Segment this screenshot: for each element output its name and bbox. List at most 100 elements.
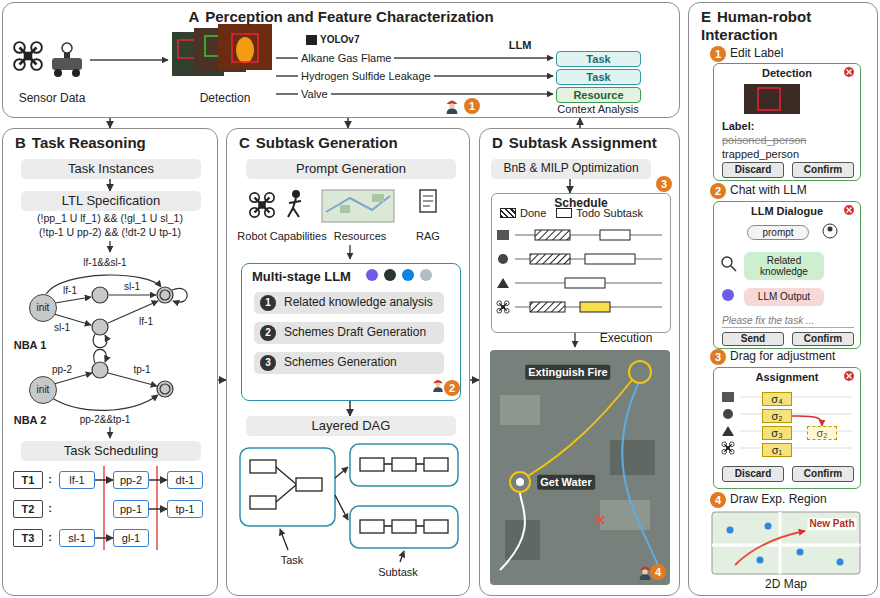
panel-text: Subtask Assignment	[509, 134, 657, 151]
step-band: BnB & MILP Optimization	[491, 159, 651, 179]
step-band-text: Prompt Generation	[296, 162, 406, 177]
subtask-chip-text: σ₁	[772, 444, 783, 457]
human-icon	[288, 198, 301, 217]
transition-label: pp-2	[52, 364, 72, 376]
robot-icon	[52, 43, 82, 77]
subtask-box-text: dt-1	[176, 474, 195, 487]
caption-label: Context Analysis	[557, 103, 638, 116]
schedule-rows	[497, 230, 662, 313]
chat-bubble-text: prompt	[762, 227, 793, 239]
task-label: T2	[13, 500, 43, 518]
text-input: Please fix the task ...	[722, 314, 854, 328]
llm-logos	[366, 269, 432, 281]
button: Confirm	[792, 332, 854, 346]
self-loop	[94, 349, 107, 363]
model-label: LLM	[509, 39, 532, 52]
transition-label: lf-1	[139, 316, 153, 328]
legend-swatch	[500, 208, 516, 218]
legend-item: Done	[500, 207, 546, 220]
subtask-chip-text: σ₂	[816, 427, 827, 440]
robot-row-icons	[722, 442, 734, 454]
subtask-box-text: lf-1	[69, 474, 84, 487]
button: Discard	[722, 466, 784, 482]
panel-text: Subtask Generation	[256, 134, 398, 151]
connector	[218, 379, 226, 381]
layered-dag	[400, 551, 404, 562]
panel: Prompt Generation1Related knowledge anal…	[226, 128, 470, 596]
callout-number: 1	[464, 98, 480, 114]
schedule-rows	[600, 230, 630, 240]
resource-box: Resource	[556, 87, 641, 103]
chat-bubble-text: Related knowledge	[744, 255, 824, 278]
button-text: Confirm	[804, 468, 842, 480]
separator: :	[48, 473, 52, 486]
execution-map	[596, 516, 604, 524]
stage-item-text: 1	[260, 295, 276, 311]
step-label: Edit Label	[730, 47, 783, 61]
state-circle	[157, 287, 173, 303]
self-loop	[172, 288, 187, 302]
panel: BnB & MILP OptimizationScheduleDSubtask …	[479, 128, 680, 596]
subtask-box: sl-1	[59, 529, 95, 547]
map-thumbnail	[322, 190, 394, 222]
transition-label: lf-1&&sl-1	[83, 257, 126, 269]
subtask-chip: σ₂	[762, 409, 792, 423]
panel-text: Perception and Feature Characterization	[205, 8, 493, 25]
connector	[109, 179, 111, 191]
state-circle: init	[29, 294, 57, 322]
panel-text: C	[239, 134, 250, 151]
layered-dag	[384, 525, 424, 526]
subtask-box: pp-1	[113, 500, 149, 518]
ltl-formula: (!pp_1 U lf_1) && (!gl_1 U sl_1)	[37, 212, 183, 224]
task-box-text: Task	[586, 53, 610, 66]
connector	[149, 508, 167, 510]
subtask-chip: σ₁	[762, 443, 792, 457]
detection-label: Hydrogen Sulfide Leakage	[298, 70, 434, 83]
llm-logos	[420, 269, 432, 281]
search-icon	[722, 257, 736, 271]
subtask-chip: σ₄	[762, 392, 792, 406]
layered-dag	[424, 458, 448, 471]
llm-logos	[402, 269, 414, 281]
execution-map	[505, 520, 540, 560]
step-band: LTL Specification	[21, 191, 201, 211]
separator: :	[48, 531, 52, 544]
panel-text: E	[701, 8, 711, 25]
layered-dag	[392, 458, 416, 471]
schedule-rows	[530, 254, 570, 264]
map-thumbnail	[340, 205, 350, 213]
transition-label: sl-1	[54, 322, 70, 334]
caption-label: 2D Map	[765, 578, 807, 592]
callout-number: 1	[710, 46, 726, 62]
close-button	[847, 208, 852, 213]
detection-thumbnail	[744, 84, 800, 114]
subtask-box: pp-2	[113, 471, 149, 489]
button: Discard	[722, 162, 784, 178]
flame	[236, 37, 254, 63]
llm-logos	[366, 269, 378, 281]
map-thumbnail	[322, 190, 394, 222]
icon-label: RAG	[416, 230, 440, 243]
task-box: Task	[556, 51, 641, 67]
stage-item-text: 2	[260, 325, 276, 341]
photo	[218, 24, 272, 70]
text-input-text: Please fix the task ...	[722, 315, 814, 327]
dialog-card-text: Assignment	[714, 371, 860, 384]
close-button	[844, 205, 854, 215]
task-label: T1	[13, 471, 43, 489]
detection-label: Alkane Gas Flame	[298, 52, 394, 65]
layered-dag	[250, 460, 276, 473]
exploration-map	[837, 559, 844, 566]
execution-map	[516, 478, 524, 486]
document-icon	[420, 190, 436, 212]
callout-number: 4	[650, 564, 666, 580]
connector	[149, 479, 167, 481]
panel: Task InstancesLTL SpecificationinitinitT…	[2, 128, 218, 596]
button: Confirm	[792, 162, 854, 178]
button-text: Discard	[735, 164, 772, 176]
layered-dag	[424, 520, 448, 533]
connector	[792, 416, 822, 426]
exploration-map	[712, 512, 860, 574]
schedule-rows	[497, 278, 509, 288]
connector	[349, 401, 351, 416]
